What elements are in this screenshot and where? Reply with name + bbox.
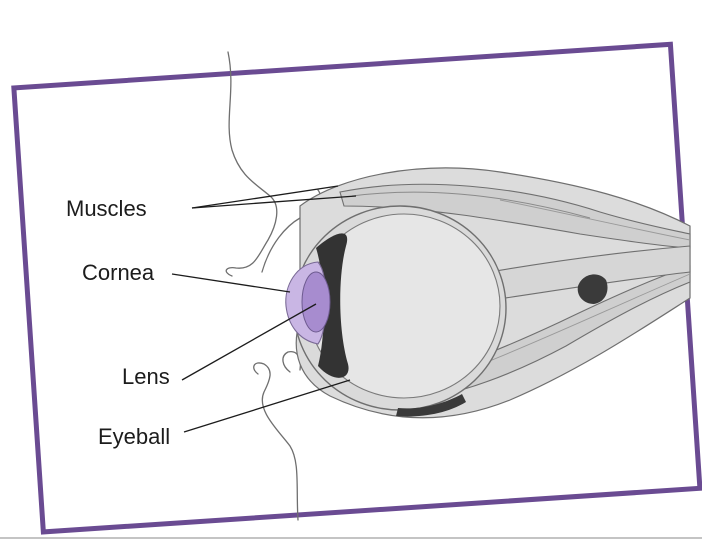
lens-shape: [302, 272, 330, 332]
label-cornea: Cornea: [82, 260, 155, 285]
label-muscles: Muscles: [66, 196, 147, 221]
label-eyeball: Eyeball: [98, 424, 170, 449]
label-lens: Lens: [122, 364, 170, 389]
